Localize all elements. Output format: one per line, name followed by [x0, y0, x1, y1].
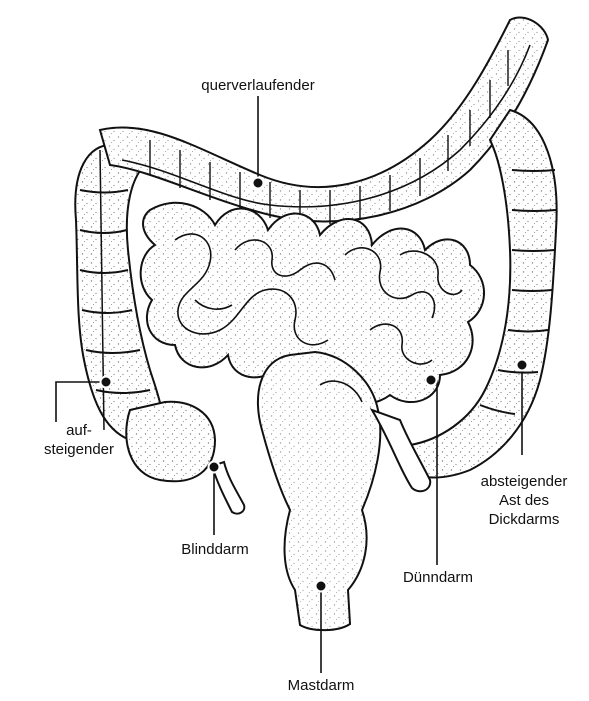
dot-ascending: [101, 377, 112, 388]
label-descending-line-2: Ast des: [466, 491, 582, 510]
dot-cecum: [209, 462, 220, 473]
cecum: [126, 402, 244, 514]
label-rectum: Mastdarm: [265, 676, 377, 695]
transverse-colon: [100, 18, 548, 224]
label-ascending-colon: auf- steigender: [40, 421, 118, 459]
label-descending-line-3: Dickdarms: [466, 510, 582, 529]
label-descending-colon: absteigender Ast des Dickdarms: [466, 472, 582, 529]
dot-transverse: [253, 178, 264, 189]
label-rectum-text: Mastdarm: [265, 676, 377, 695]
dot-small-intestine: [426, 375, 437, 386]
label-cecum: Blinddarm: [160, 540, 270, 559]
label-small-intestine: Dünndarm: [385, 568, 491, 587]
label-small-intestine-text: Dünndarm: [385, 568, 491, 587]
label-transverse-text: querverlaufender: [178, 76, 338, 95]
dot-rectum: [316, 581, 327, 592]
label-ascending-line-1: auf-: [40, 421, 118, 440]
label-cecum-text: Blinddarm: [160, 540, 270, 559]
label-ascending-line-2: steigender: [40, 440, 118, 459]
dot-descending: [517, 360, 528, 371]
label-descending-line-1: absteigender: [466, 472, 582, 491]
label-transverse-colon: querverlaufender: [178, 76, 338, 95]
